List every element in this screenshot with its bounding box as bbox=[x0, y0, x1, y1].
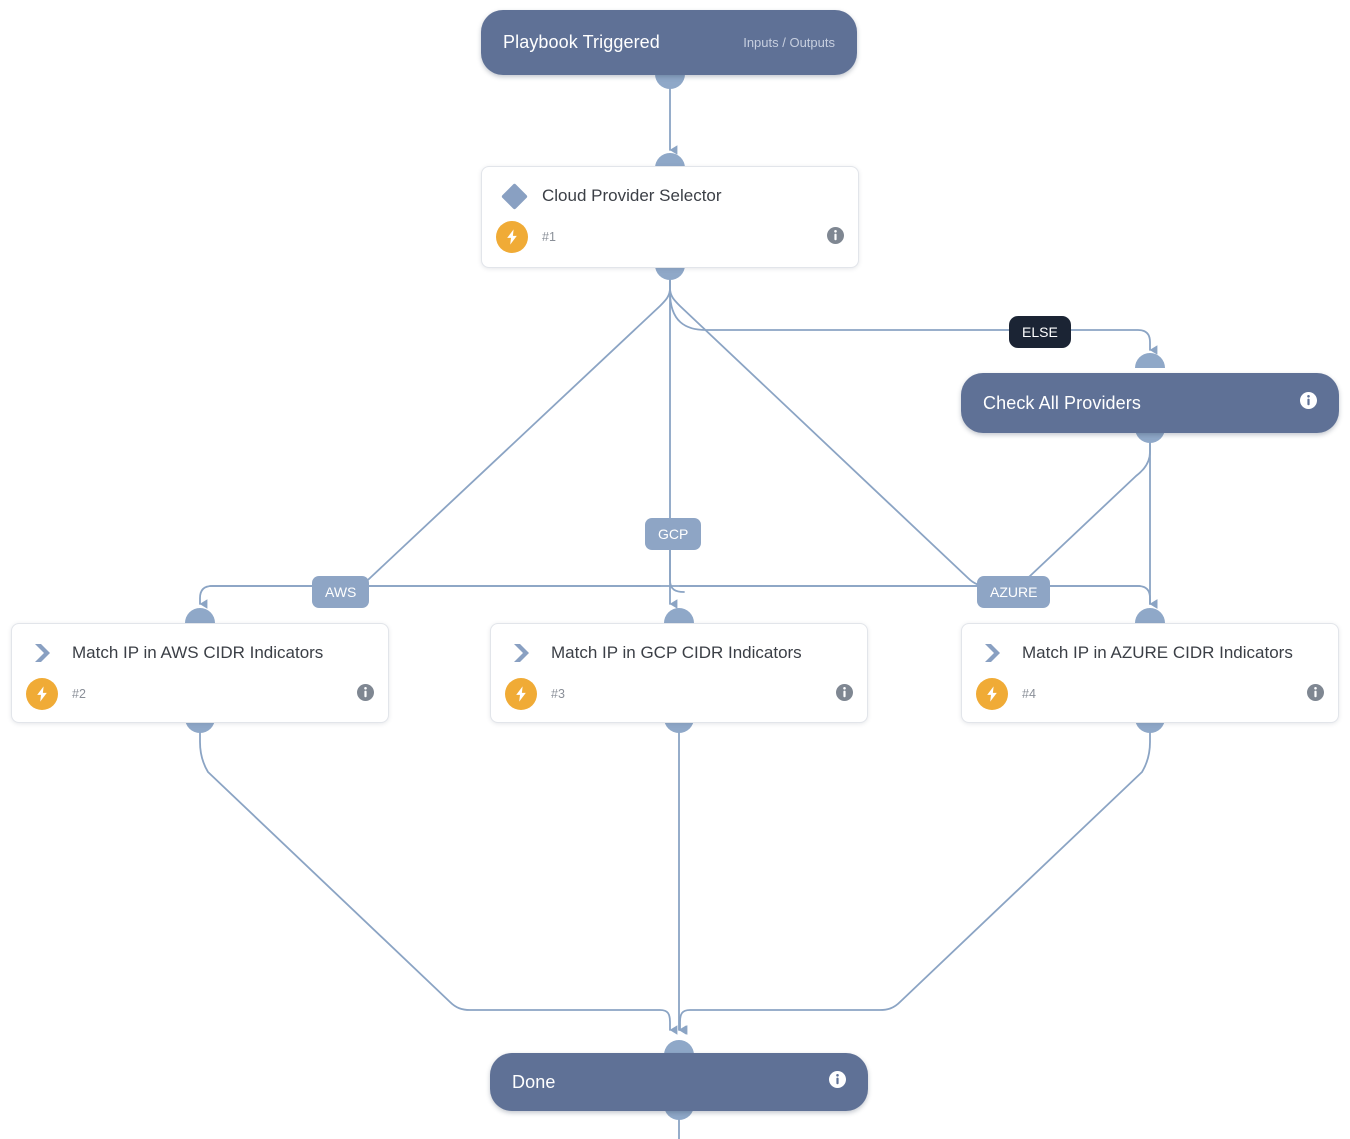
handle-check-all-in[interactable] bbox=[1135, 353, 1165, 368]
node-title: Match IP in AZURE CIDR Indicators bbox=[1022, 643, 1293, 662]
handle-task-gcp-in[interactable] bbox=[664, 608, 694, 623]
edge-label-else[interactable]: ELSE bbox=[1009, 316, 1071, 348]
node-index-label: #2 bbox=[72, 687, 86, 701]
chevron-right-icon bbox=[505, 643, 541, 663]
edge-label-gcp[interactable]: GCP bbox=[645, 518, 702, 550]
card-header: Match IP in GCP CIDR Indicators bbox=[491, 624, 867, 682]
node-match-ip-aws[interactable]: Match IP in AWS CIDR Indicators #2 bbox=[11, 623, 389, 723]
chevron-right-icon bbox=[26, 643, 62, 663]
edge-label-aws[interactable]: AWS bbox=[312, 576, 370, 608]
node-title: Done bbox=[512, 1071, 556, 1092]
node-playbook-triggered[interactable]: Playbook Triggered Inputs / Outputs bbox=[481, 10, 857, 75]
node-title: Check All Providers bbox=[983, 392, 1141, 413]
handle-selector-in[interactable] bbox=[655, 153, 685, 168]
lightning-bolt-icon bbox=[976, 678, 1008, 710]
info-icon[interactable] bbox=[1307, 684, 1324, 706]
lightning-bolt-icon bbox=[505, 678, 537, 710]
node-title: Match IP in AWS CIDR Indicators bbox=[72, 643, 324, 662]
node-match-ip-gcp[interactable]: Match IP in GCP CIDR Indicators #3 bbox=[490, 623, 868, 723]
card-footer: #4 bbox=[962, 678, 1338, 724]
info-icon[interactable] bbox=[836, 684, 853, 706]
node-index-label: #1 bbox=[542, 230, 556, 244]
handle-selector-out[interactable] bbox=[655, 265, 685, 280]
edge-label-azure[interactable]: AZURE bbox=[977, 576, 1051, 608]
lightning-bolt-icon bbox=[496, 221, 528, 253]
info-icon[interactable] bbox=[357, 684, 374, 706]
chevron-right-icon bbox=[976, 643, 1012, 663]
node-index-label: #3 bbox=[551, 687, 565, 701]
handle-task-aws-in[interactable] bbox=[185, 608, 215, 623]
node-check-all-providers[interactable]: Check All Providers bbox=[961, 373, 1339, 433]
lightning-bolt-icon bbox=[26, 678, 58, 710]
info-icon[interactable] bbox=[827, 227, 844, 249]
node-title: Playbook Triggered bbox=[503, 32, 660, 52]
card-footer: #3 bbox=[491, 678, 867, 724]
handle-done-in[interactable] bbox=[664, 1040, 694, 1055]
info-icon[interactable] bbox=[829, 1071, 846, 1093]
card-footer: #1 bbox=[482, 221, 858, 267]
node-match-ip-azure[interactable]: Match IP in AZURE CIDR Indicators #4 bbox=[961, 623, 1339, 723]
info-icon[interactable] bbox=[1300, 392, 1317, 414]
inputs-outputs-label[interactable]: Inputs / Outputs bbox=[743, 35, 835, 50]
card-footer: #2 bbox=[12, 678, 388, 724]
handle-trigger-out[interactable] bbox=[655, 74, 685, 89]
node-title: Cloud Provider Selector bbox=[542, 186, 722, 205]
node-title: Match IP in GCP CIDR Indicators bbox=[551, 643, 802, 662]
diamond-condition-icon bbox=[496, 182, 532, 210]
node-index-label: #4 bbox=[1022, 687, 1036, 701]
card-header: Match IP in AWS CIDR Indicators bbox=[12, 624, 388, 682]
card-header: Match IP in AZURE CIDR Indicators bbox=[962, 624, 1338, 682]
node-cloud-provider-selector[interactable]: Cloud Provider Selector #1 bbox=[481, 166, 859, 268]
handle-task-azure-in[interactable] bbox=[1135, 608, 1165, 623]
node-done[interactable]: Done bbox=[490, 1053, 868, 1111]
card-header: Cloud Provider Selector bbox=[482, 167, 858, 225]
